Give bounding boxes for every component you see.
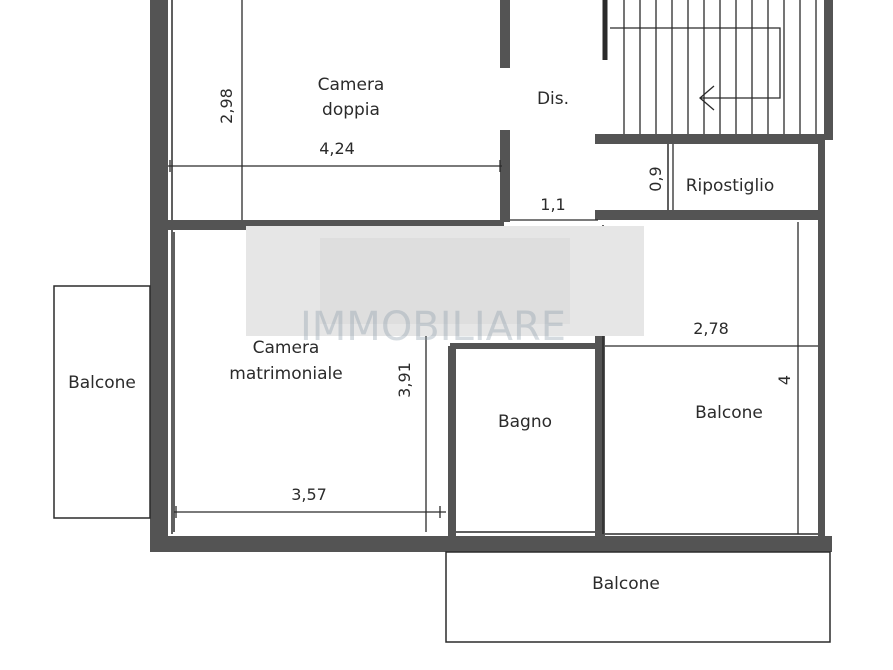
- stairs: [602, 0, 817, 134]
- blurred-area-inner: [320, 238, 570, 324]
- room-balcone-right: Balcone: [695, 403, 763, 423]
- dim-2-78: 2,78: [693, 319, 729, 338]
- room-balcone-left: Balcone: [68, 373, 136, 393]
- dim-2-98: 2,98: [217, 88, 236, 124]
- dim-1-1: 1,1: [540, 195, 565, 214]
- stairs-arrow-head: [699, 85, 715, 111]
- dim-4-24: 4,24: [319, 139, 355, 158]
- walls: [150, 0, 833, 552]
- room-balcone-bottom: Balcone: [592, 574, 660, 594]
- balcone-left-outline: [53, 285, 151, 519]
- room-bagno: Bagno: [498, 412, 552, 432]
- room-camera-doppia-line1: Camera: [318, 75, 385, 95]
- room-dis: Dis.: [537, 89, 569, 109]
- dim-3-91: 3,91: [395, 362, 414, 398]
- balcone-bottom-outline: [445, 551, 831, 643]
- stairs-arrow-path: [610, 27, 781, 99]
- room-camera-doppia-line2: doppia: [322, 100, 380, 120]
- watermark: IMMOBILIARE: [300, 304, 566, 350]
- room-camera-matrimoniale-line1: Camera: [253, 338, 320, 358]
- dim-0-9: 0,9: [646, 166, 665, 191]
- room-ripostiglio: Ripostiglio: [686, 176, 775, 196]
- dim-3-57: 3,57: [291, 485, 327, 504]
- dim-4: 4: [775, 375, 794, 385]
- room-camera-matrimoniale-line2: matrimoniale: [229, 364, 342, 384]
